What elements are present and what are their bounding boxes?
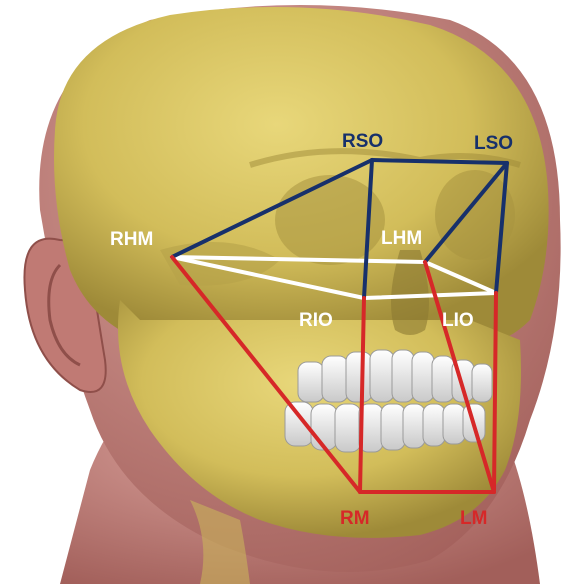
line-lio-lm xyxy=(494,293,496,492)
label-lio: LIO xyxy=(442,310,474,331)
label-lhm: LHM xyxy=(381,228,422,249)
label-lso: LSO xyxy=(474,133,513,154)
label-rso: RSO xyxy=(342,131,383,152)
label-rhm: RHM xyxy=(110,229,153,250)
lower-teeth xyxy=(285,402,485,452)
label-lm: LM xyxy=(460,508,487,529)
label-rm: RM xyxy=(340,508,370,529)
label-rio: RIO xyxy=(299,310,333,331)
